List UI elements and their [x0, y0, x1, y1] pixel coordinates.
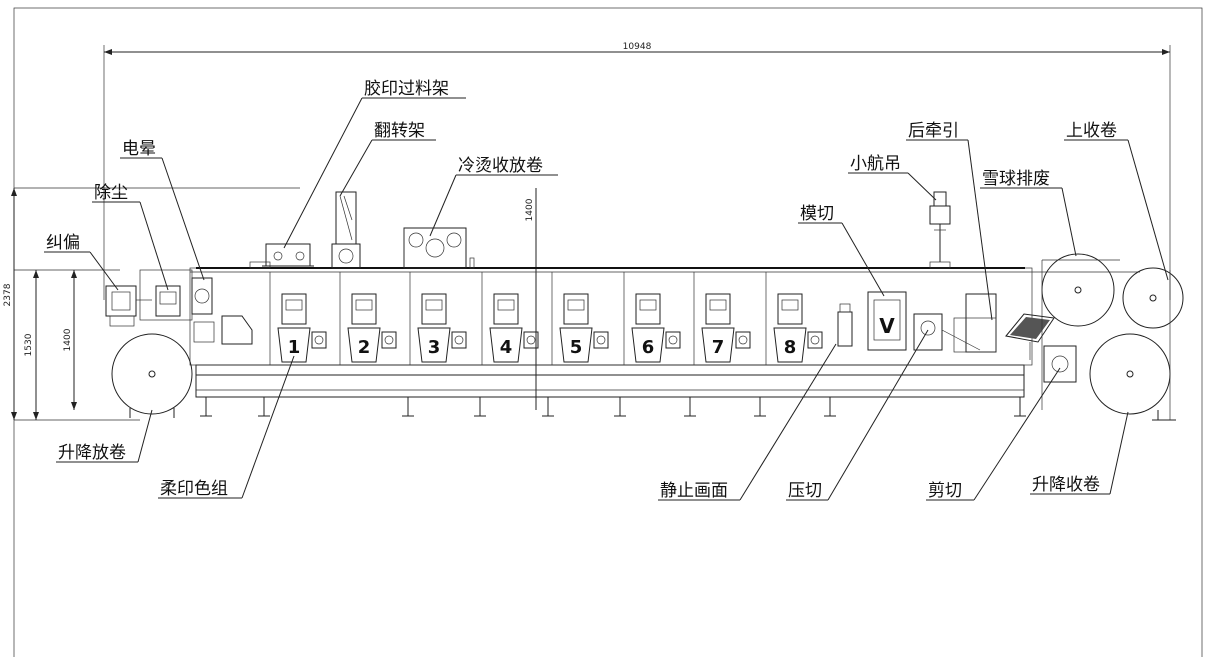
callout-leaders [44, 97, 1169, 501]
web-guide-unit [105, 285, 152, 327]
unwind-height-text: 1400 [63, 328, 73, 351]
print-unit-number: 2 [358, 337, 371, 358]
control-screen [1005, 313, 1055, 360]
print-unit [623, 272, 681, 365]
print-unit-number: 7 [712, 337, 725, 358]
label-shear-cut: 剪切 [928, 481, 962, 501]
label-small-crane: 小航吊 [850, 154, 901, 174]
label-offset-transfer-rack: 胶印过料架 [364, 79, 449, 99]
print-unit-number: 4 [500, 337, 513, 358]
print-unit [409, 272, 467, 365]
callout-labels: 纠偏 除尘 电晕 胶印过料架 翻转架 冷烫收放卷 小航吊 模切 后牵引 上收卷 … [46, 79, 1117, 501]
dust-removal-unit [139, 269, 193, 321]
pressure-cut-unit [913, 313, 981, 351]
lift-unwind-roll [111, 333, 193, 418]
snowball-waste-roll [1041, 253, 1115, 327]
rewind-section [1032, 253, 1184, 421]
print-unit-number: 1 [288, 337, 301, 358]
label-web-guide: 纠偏 [46, 233, 80, 253]
base-height-text: 1530 [24, 333, 34, 356]
print-unit-number: 6 [642, 337, 655, 358]
print-unit [551, 272, 609, 365]
print-unit-number-labels: 1 2 3 4 5 6 7 8 [288, 337, 797, 358]
print-unit [693, 272, 751, 365]
small-crane-unit [929, 191, 951, 269]
label-pressure-cut: 压切 [788, 481, 822, 501]
print-unit-number: 3 [428, 337, 441, 358]
label-upper-rewind: 上收卷 [1066, 121, 1117, 141]
die-cut-unit: V [867, 291, 907, 351]
upper-rewind-roll [1122, 267, 1184, 329]
print-unit [269, 272, 327, 365]
print-unit [481, 272, 539, 365]
corona-unit [191, 277, 253, 345]
label-cold-foil: 冷烫收放卷 [458, 156, 543, 176]
label-corona: 电晕 [122, 139, 156, 159]
frame-height-text: 1400 [525, 198, 535, 221]
label-rear-traction: 后牵引 [908, 121, 959, 141]
static-video-unit [837, 303, 853, 347]
height-dimensions: 2378 1530 1400 1400 [3, 187, 537, 421]
rear-traction-unit [953, 293, 997, 353]
label-matrix-waste: 雪球排废 [982, 169, 1050, 189]
length-dimension-text: 10948 [623, 42, 652, 52]
label-die-cut: 模切 [800, 204, 834, 224]
label-turn-bar: 翻转架 [374, 121, 425, 141]
turn-bar-unit [331, 191, 361, 269]
lower-rewind-roll [1089, 333, 1171, 415]
offset-transfer-rack [262, 243, 314, 267]
label-dust-removal: 除尘 [94, 183, 128, 203]
cold-foil-unit [403, 227, 467, 269]
print-unit-number: 5 [570, 337, 583, 358]
label-flexo-units: 柔印色组 [160, 479, 228, 499]
length-dimension: 10948 [103, 42, 1171, 300]
total-height-text: 2378 [3, 283, 13, 306]
label-lift-rewind: 升降收卷 [1032, 475, 1100, 495]
die-cut-mark: V [879, 314, 895, 338]
print-unit-frames [269, 272, 823, 365]
print-unit [339, 272, 397, 365]
label-lift-unwind: 升降放卷 [58, 443, 126, 463]
print-unit [765, 272, 823, 365]
label-static-video: 静止画面 [660, 481, 728, 501]
print-unit-number: 8 [784, 337, 797, 358]
